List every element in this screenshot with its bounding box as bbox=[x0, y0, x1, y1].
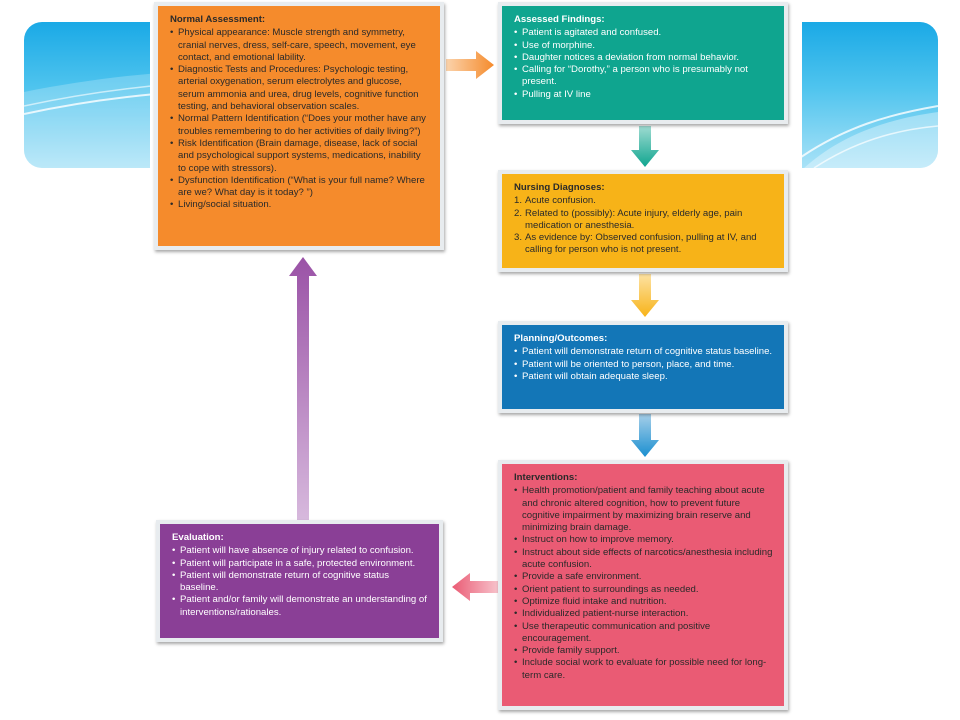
list-item: Patient is agitated and confused. bbox=[514, 27, 774, 40]
list-item: Normal Pattern Identification (“Does you… bbox=[170, 113, 430, 138]
list-item: Health promotion/patient and family teac… bbox=[514, 485, 774, 534]
list-item: Patient will obtain adequate sleep. bbox=[514, 371, 774, 384]
list-item: Dysfunction Identification (“What is you… bbox=[170, 175, 430, 200]
arrow-up-icon bbox=[289, 257, 317, 520]
arrow-down-icon bbox=[631, 414, 659, 457]
box-title: Planning/Outcomes: bbox=[514, 333, 608, 344]
list-number: 3. bbox=[514, 232, 523, 244]
box-title: Normal Assessment: bbox=[170, 14, 266, 25]
list-item: Include social work to evaluate for poss… bbox=[514, 657, 774, 682]
evaluation-list: Patient will have absence of injury rela… bbox=[172, 545, 429, 619]
interventions-box: Interventions: Health promotion/patient … bbox=[498, 460, 788, 710]
list-item: Use therapeutic communication and positi… bbox=[514, 621, 774, 646]
list-text: Acute confusion. bbox=[525, 195, 596, 207]
list-item: Pulling at IV line bbox=[514, 89, 774, 102]
list-item: Living/social situation. bbox=[170, 199, 430, 212]
arrow-down-icon bbox=[631, 274, 659, 317]
interventions-list: Health promotion/patient and family teac… bbox=[514, 485, 774, 682]
planning-outcomes-box: Planning/Outcomes: Patient will demonstr… bbox=[498, 321, 788, 413]
box-title: Assessed Findings: bbox=[514, 14, 605, 25]
list-item: Optimize fluid intake and nutrition. bbox=[514, 596, 774, 609]
list-item: Calling for “Dorothy,” a person who is p… bbox=[514, 64, 774, 89]
box-title: Evaluation: bbox=[172, 532, 224, 543]
list-item: 1.Acute confusion. bbox=[514, 195, 774, 207]
list-number: 1. bbox=[514, 195, 523, 207]
list-item: Orient patient to surroundings as needed… bbox=[514, 584, 774, 597]
list-item: Physical appearance: Muscle strength and… bbox=[170, 27, 430, 64]
list-item: Provide a safe environment. bbox=[514, 571, 774, 584]
box-title: Interventions: bbox=[514, 472, 578, 483]
findings-list: Patient is agitated and confused. Use of… bbox=[514, 27, 774, 101]
list-item: 3.As evidence by: Observed confusion, pu… bbox=[514, 232, 774, 257]
arrow-down-icon bbox=[631, 126, 659, 167]
list-item: Patient will be oriented to person, plac… bbox=[514, 359, 774, 372]
list-item: 2.Related to (possibly): Acute injury, e… bbox=[514, 208, 774, 233]
planning-list: Patient will demonstrate return of cogni… bbox=[514, 346, 774, 383]
list-item: Patient will have absence of injury rela… bbox=[172, 545, 429, 558]
assessment-list: Physical appearance: Muscle strength and… bbox=[170, 27, 430, 212]
list-item: Individualized patient-nurse interaction… bbox=[514, 608, 774, 621]
list-item: Patient will participate in a safe, prot… bbox=[172, 558, 429, 571]
nursing-diagnoses-box: Nursing Diagnoses: 1.Acute confusion. 2.… bbox=[498, 170, 788, 272]
list-item: Risk Identification (Brain damage, disea… bbox=[170, 138, 430, 175]
box-title: Nursing Diagnoses: bbox=[514, 182, 605, 193]
list-item: Diagnostic Tests and Procedures: Psychol… bbox=[170, 64, 430, 113]
list-text: As evidence by: Observed confusion, pull… bbox=[525, 232, 757, 256]
evaluation-box: Evaluation: Patient will have absence of… bbox=[156, 520, 443, 642]
normal-assessment-box: Normal Assessment: Physical appearance: … bbox=[154, 2, 444, 250]
list-number: 2. bbox=[514, 207, 523, 219]
list-item: Instruct on how to improve memory. bbox=[514, 534, 774, 547]
arrow-right-icon bbox=[446, 51, 494, 79]
list-item: Patient will demonstrate return of cogni… bbox=[172, 570, 429, 595]
diagnoses-list: 1.Acute confusion. 2.Related to (possibl… bbox=[514, 195, 774, 256]
assessed-findings-box: Assessed Findings: Patient is agitated a… bbox=[498, 2, 788, 124]
list-item: Daughter notices a deviation from normal… bbox=[514, 52, 774, 65]
list-item: Patient will demonstrate return of cogni… bbox=[514, 346, 774, 359]
list-item: Use of morphine. bbox=[514, 40, 774, 53]
list-item: Provide family support. bbox=[514, 645, 774, 658]
list-item: Instruct about side effects of narcotics… bbox=[514, 547, 774, 572]
list-text: Related to (possibly): Acute injury, eld… bbox=[525, 207, 743, 231]
list-item: Patient and/or family will demonstrate a… bbox=[172, 594, 429, 619]
arrow-left-icon bbox=[452, 573, 498, 601]
